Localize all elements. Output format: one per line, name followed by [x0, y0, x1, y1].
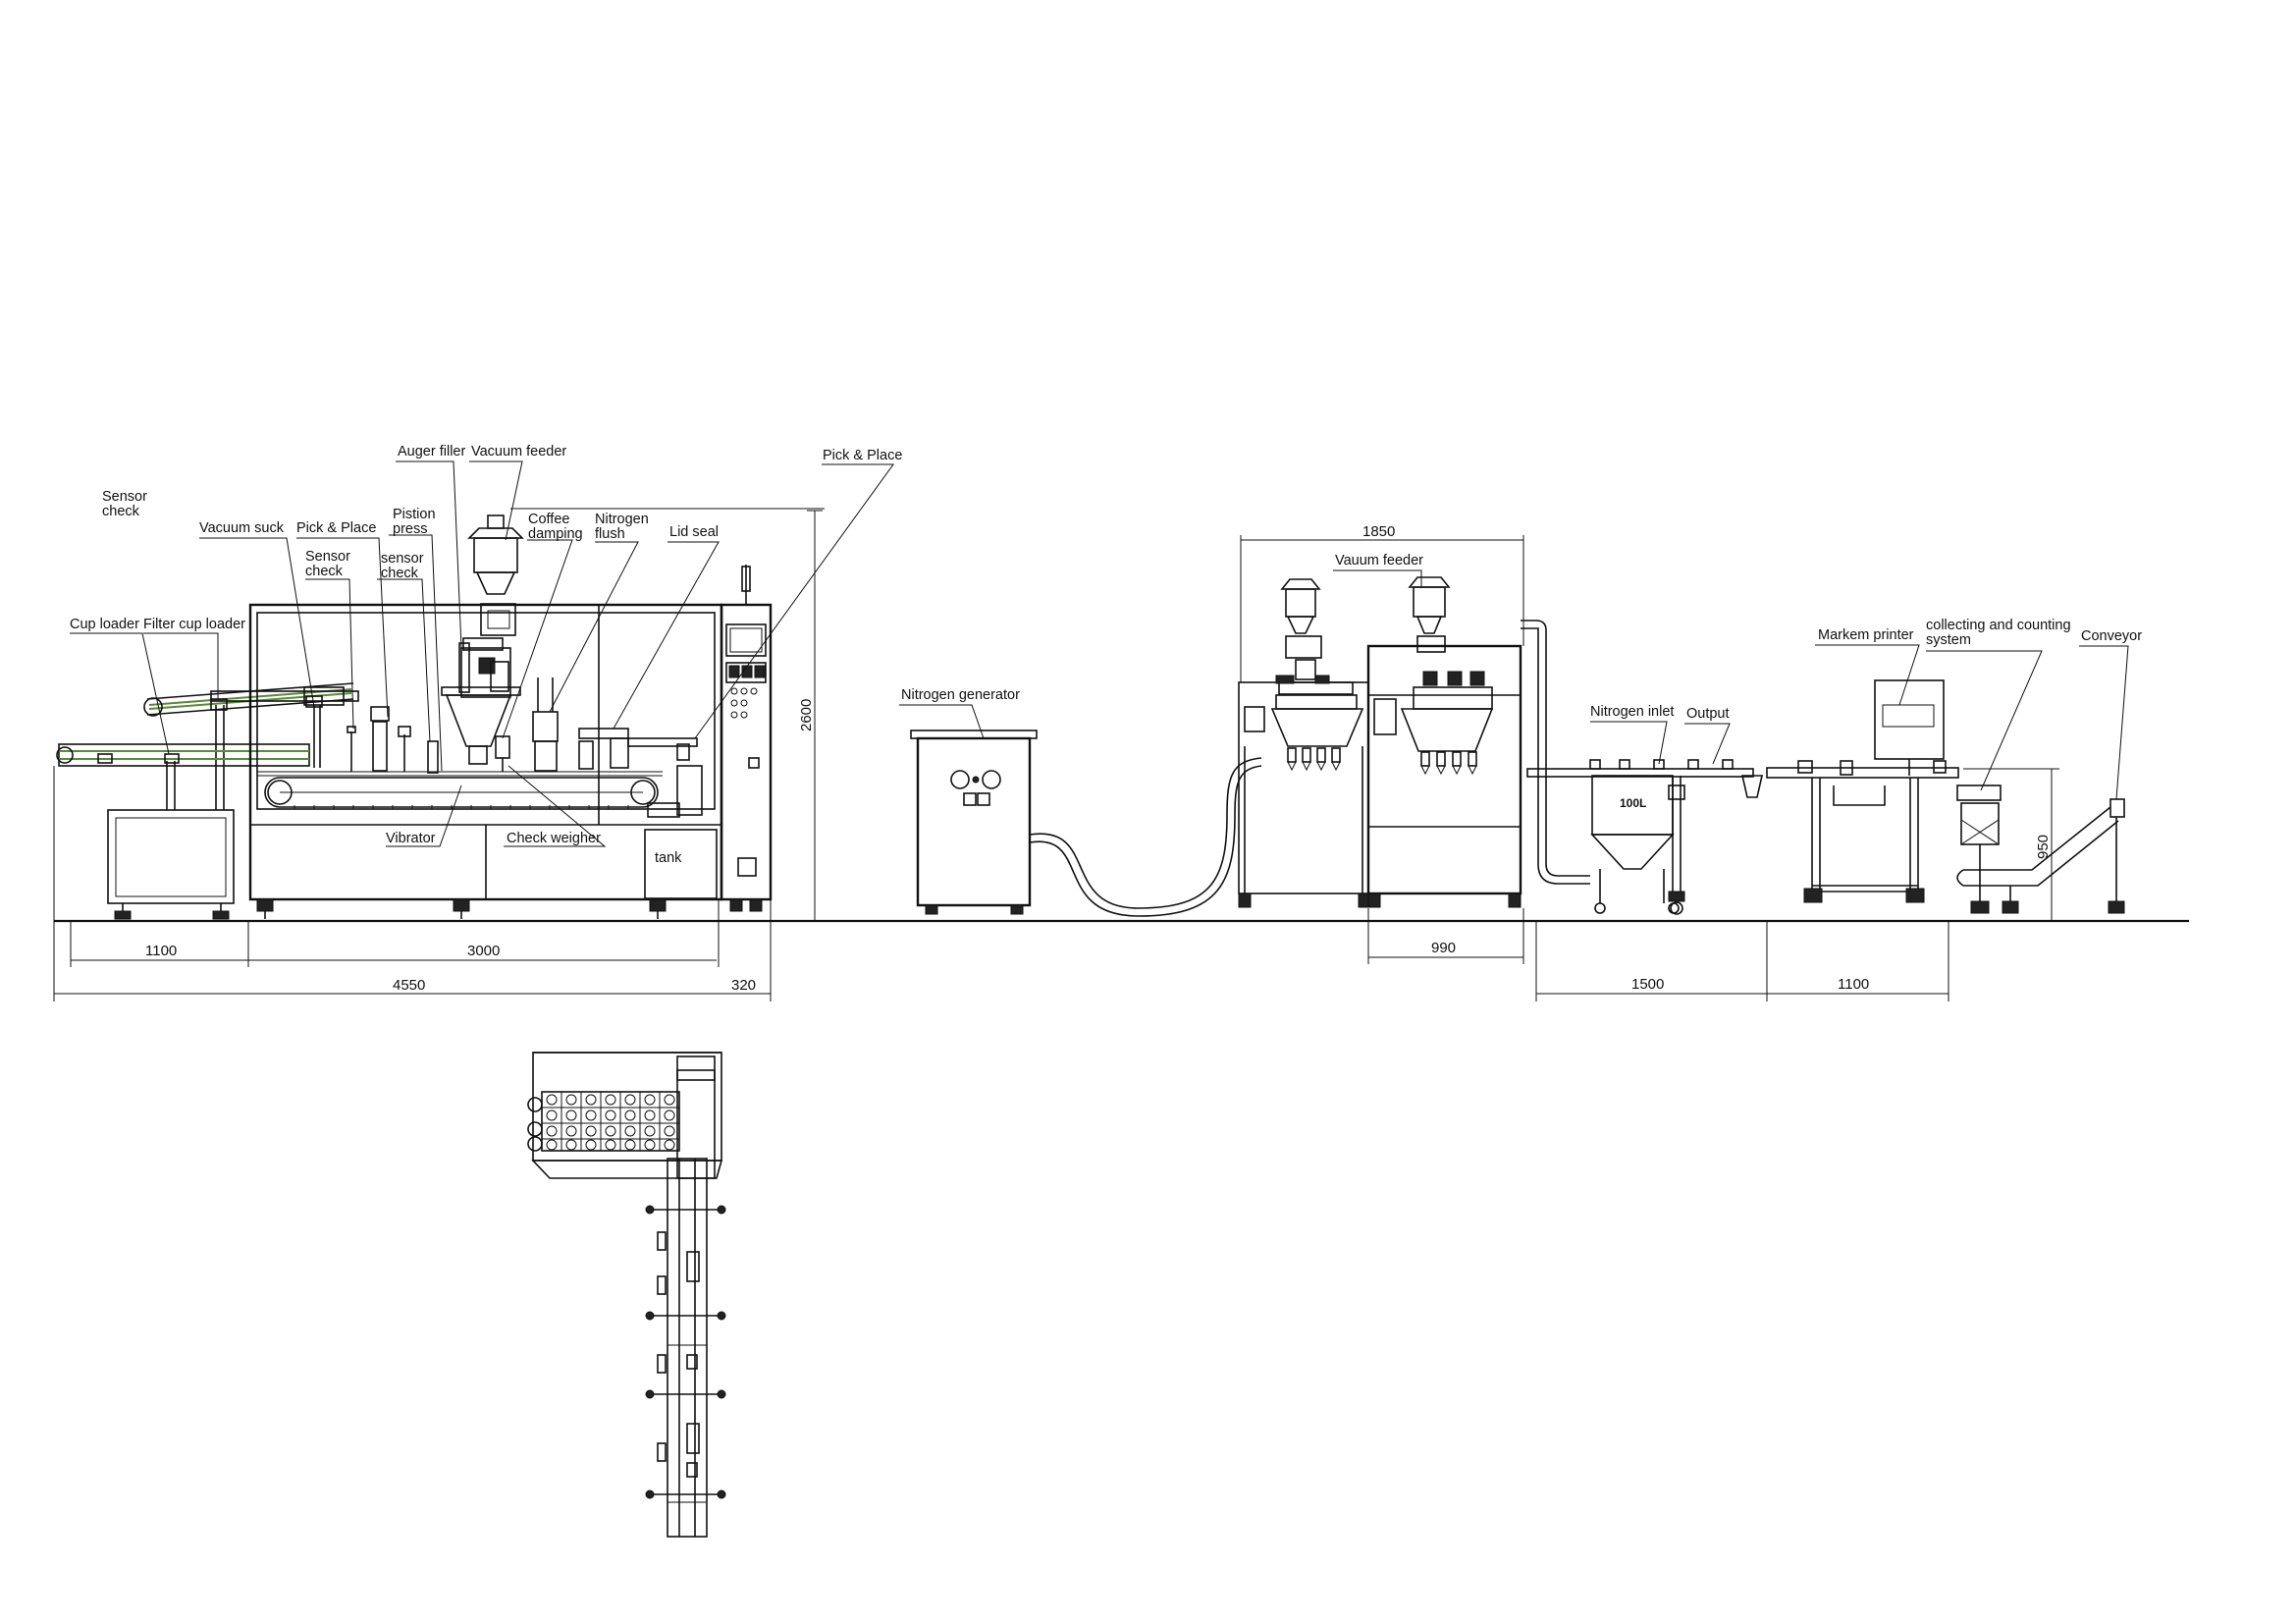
label-vibrator: Vibrator [386, 831, 436, 846]
plan-view [527, 1052, 726, 1538]
leader-lines [70, 460, 2129, 847]
dim-950: 950 [2035, 835, 2052, 859]
label-lid-seal: Lid seal [669, 524, 719, 540]
dim-1100-left: 1100 [145, 943, 177, 959]
left-nozzles [1287, 747, 1341, 772]
dim-3000: 3000 [467, 943, 500, 959]
rotary-right-frame [1366, 644, 1522, 895]
plan-index-strip [667, 1158, 708, 1538]
label-vauum-feeder: Vauum feeder [1335, 553, 1423, 568]
printer-table [1766, 767, 1959, 779]
chain-pitch-marks [294, 805, 629, 809]
label-tank-100l: 100L [1620, 796, 1646, 810]
label-cup-loader: Cup loader [70, 617, 139, 632]
dim-1850: 1850 [1362, 523, 1395, 540]
cup-loader-cabinet [107, 809, 235, 904]
label-markem-printer: Markem printer [1818, 627, 1914, 643]
plan-side-arms [645, 1205, 726, 1503]
dimension-lines [53, 508, 2059, 1001]
auger-filler-column [460, 647, 511, 698]
dim-990: 990 [1431, 940, 1456, 956]
cup-loader-conveyor [58, 743, 310, 767]
tank-box [644, 829, 718, 899]
dim-320: 320 [731, 977, 756, 994]
label-nitrogen-generator: Nitrogen generator [901, 687, 1020, 703]
label-pick-place-1: Pick & Place [296, 520, 376, 536]
label-check-weigher: Check weigher [507, 831, 601, 846]
label-nitrogen-inlet: Nitrogen inlet [1590, 704, 1674, 720]
label-tank: tank [655, 850, 682, 866]
right-nozzles [1420, 751, 1477, 776]
nitrogen-generator [910, 730, 1262, 917]
label-pick-place-2: Pick & Place [823, 448, 902, 463]
inclined-conveyor [1963, 806, 2111, 871]
dim-1100-right: 1100 [1838, 976, 1869, 993]
output-conveyor [1526, 768, 1754, 778]
plan-cup-grid [527, 1091, 680, 1152]
label-conveyor: Conveyor [2081, 628, 2142, 644]
dim-4550: 4550 [393, 977, 425, 994]
dimension-texts: 1100 3000 4550 320 2600 1850 990 1500 11… [145, 523, 2052, 994]
overhead-pipe [1521, 620, 1590, 877]
rotary-left-frame [1238, 681, 1369, 894]
label-output: Output [1686, 706, 1730, 722]
nitrogen-hose [1029, 757, 1262, 909]
downstream-line [1526, 679, 2125, 915]
indexing-chain [264, 777, 659, 808]
label-auger-filler: Auger filler [398, 444, 465, 460]
nitrogen-generator-body [916, 736, 1032, 907]
dim-1500: 1500 [1631, 976, 1664, 993]
label-filter-cup-loader: Filter cup loader [143, 617, 245, 632]
control-cabinet [720, 603, 773, 901]
label-vacuum-feeder: Vacuum feeder [471, 444, 566, 460]
rotary-filler-machine [1238, 576, 1590, 908]
label-vacuum-suck: Vacuum suck [199, 520, 285, 536]
vacuum-feeder-hopper [473, 537, 518, 573]
dim-2600: 2600 [798, 699, 815, 731]
